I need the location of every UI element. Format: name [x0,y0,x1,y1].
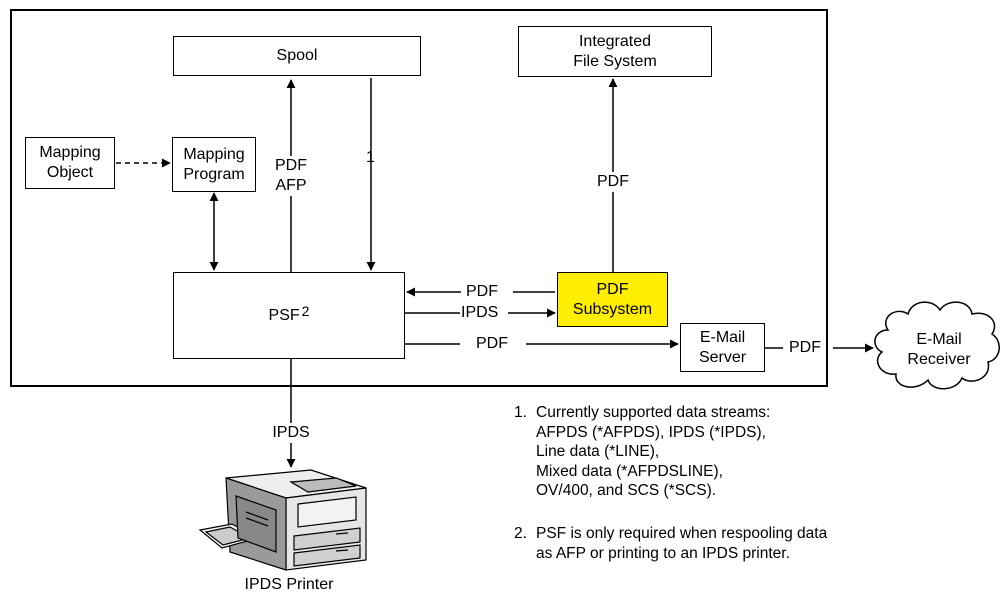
email-to-receiver-label: PDF [789,338,821,358]
pdf-subsystem-box: PDF Subsystem [557,272,668,327]
footnote-1: 1. Currently supported data streams: AFP… [514,404,771,499]
email-server-box: E-Mail Server [680,323,765,372]
psf-to-subsystem-label: IPDS [461,303,499,323]
spool-label: Spool [276,47,318,64]
psf-to-email-label: PDF [476,334,508,354]
spool-to-psf-label: 1 [366,149,375,166]
footnote-2: 2. PSF is only required when respooling … [514,525,828,562]
mapping-program-box: Mapping Program [172,137,256,192]
ipds-printer-label: IPDS Printer [244,575,334,595]
psf-note-ref: 2 [301,302,310,319]
integrated-file-system-box: Integrated File System [518,26,712,77]
cloud-shape [874,301,1000,390]
psf-to-spool-label: PDF AFP [275,156,307,196]
psf-to-printer-label: IPDS [272,423,310,443]
spool-box: Spool [173,36,421,76]
psf-label: PSF [268,306,300,324]
subsystem-to-psf-label: PDF [466,282,498,302]
mapping-object-box: Mapping Object [25,137,115,189]
system-boundary [10,9,828,387]
subsystem-to-ifs-label: PDF [597,172,629,192]
email-receiver-label: E-Mail Receiver [907,331,971,368]
ipds-printer-icon [198,469,367,571]
